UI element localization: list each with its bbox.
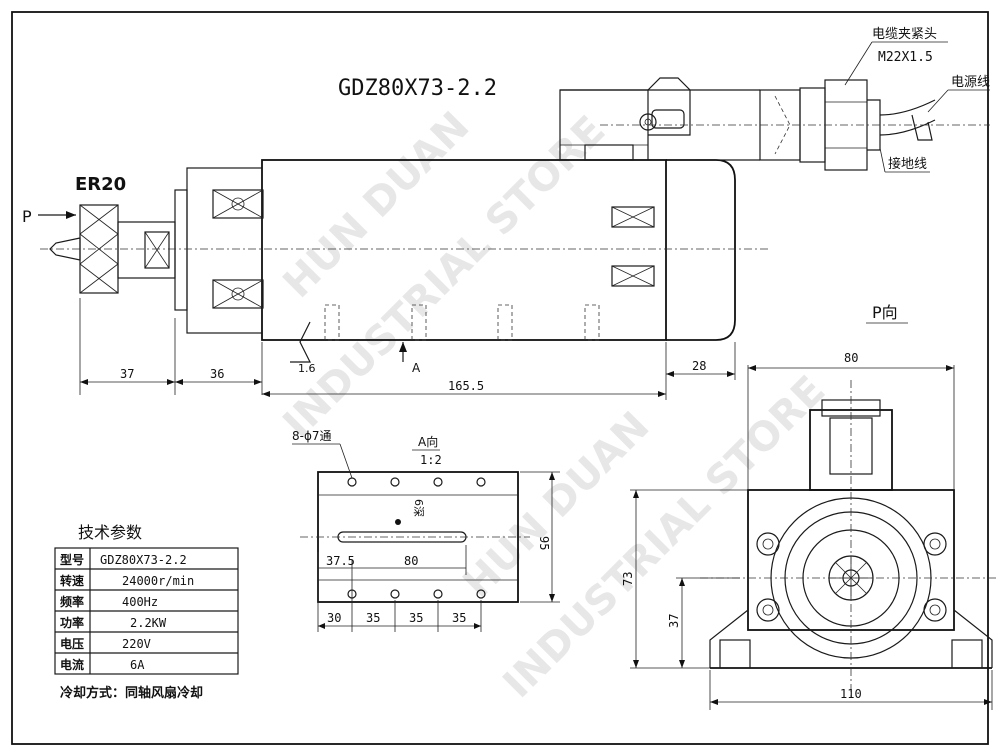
a-view-scale: 1:2 <box>420 453 442 467</box>
drawing-frame <box>11 11 989 745</box>
cable-clamp-base <box>647 77 691 136</box>
dim-35a: 35 <box>366 611 380 625</box>
dim-95: 95 <box>537 536 551 550</box>
watermark: HUN DUAN INDUSTRIAL STORE HUN DUAN INDUS… <box>275 103 835 707</box>
dim-36: 36 <box>210 367 224 381</box>
spec-value: 24000r/min <box>122 574 194 588</box>
slot-callout: 6深 <box>412 499 425 517</box>
mounting-feet <box>709 608 993 668</box>
dim-37-side: 37 <box>667 614 681 628</box>
front-bearing-top <box>212 189 264 219</box>
tool-tip <box>49 237 81 261</box>
dim-37: 37 <box>120 367 134 381</box>
dim-80-mid: 80 <box>404 554 418 568</box>
collet-label: ER20 <box>75 174 126 195</box>
spec-table: 技术参数 型号 GDZ80X73-2.2 转速 24000r/min 频率 40… <box>54 523 239 701</box>
section-a-marker: A <box>412 361 421 375</box>
spindle-rear-cap <box>666 159 736 341</box>
cable-clamp-thread: M22X1.5 <box>878 50 933 65</box>
dim-37-5: 37.5 <box>326 554 355 568</box>
roughness-value: 1.6 <box>298 362 316 375</box>
shaft-wrench-flat <box>144 231 170 269</box>
a-view-label: A向 <box>418 434 438 449</box>
rear-bearing-top <box>611 206 655 228</box>
spec-value: 220V <box>122 637 151 651</box>
ground-wire-callout: 接地线 <box>888 156 927 172</box>
drawing-title: GDZ80X73-2.2 <box>338 76 497 101</box>
front-bearing-bottom <box>212 279 264 309</box>
dim-30: 30 <box>327 611 341 625</box>
front-bearing-housing <box>186 167 263 334</box>
spec-label: 电流 <box>60 657 84 672</box>
dim-35b: 35 <box>409 611 423 625</box>
spec-value: 2.2KW <box>130 616 167 630</box>
spec-label: 频率 <box>60 594 84 609</box>
dim-165-5: 165.5 <box>448 379 484 393</box>
front-junction-box <box>809 409 893 491</box>
dim-35c: 35 <box>452 611 466 625</box>
spec-table-heading: 技术参数 <box>78 523 142 542</box>
spec-value: GDZ80X73-2.2 <box>100 553 187 567</box>
spec-label: 功率 <box>60 615 84 630</box>
dim-110: 110 <box>840 687 862 701</box>
p-arrow-label: P <box>22 207 32 226</box>
side-view: P ER20 电缆夹紧头 M22X1.5 电源线 接地线 <box>22 26 990 400</box>
spec-value: 6A <box>130 658 145 672</box>
spec-label: 电压 <box>60 636 84 651</box>
holes-callout: 8-ϕ7通 <box>292 429 332 443</box>
cooling-method: 冷却方式：同轴风扇冷却 <box>60 685 203 701</box>
dim-28: 28 <box>692 359 706 373</box>
a-view: A向 1:2 8-ϕ7通 6深 95 37.5 80 <box>292 429 560 632</box>
spec-label: 转速 <box>60 573 84 588</box>
p-view-label: P向 <box>872 303 898 322</box>
p-view: P向 80 <box>621 303 998 710</box>
spindle-shaft <box>117 221 176 279</box>
rear-bearing-bottom <box>611 265 655 287</box>
mounting-holes <box>347 477 486 599</box>
roughness-symbol <box>290 321 311 363</box>
power-cable-callout: 电源线 <box>951 75 990 90</box>
spec-value: 400Hz <box>122 595 158 609</box>
cable-clamp-callout: 电缆夹紧头 <box>872 26 937 42</box>
dim-80-top: 80 <box>844 351 858 365</box>
power-cable <box>879 99 936 116</box>
spec-label: 型号 <box>60 552 84 567</box>
side-view-dimensions: 37 36 165.5 28 <box>79 298 736 400</box>
front-flange <box>174 189 188 311</box>
dim-73: 73 <box>621 572 635 586</box>
